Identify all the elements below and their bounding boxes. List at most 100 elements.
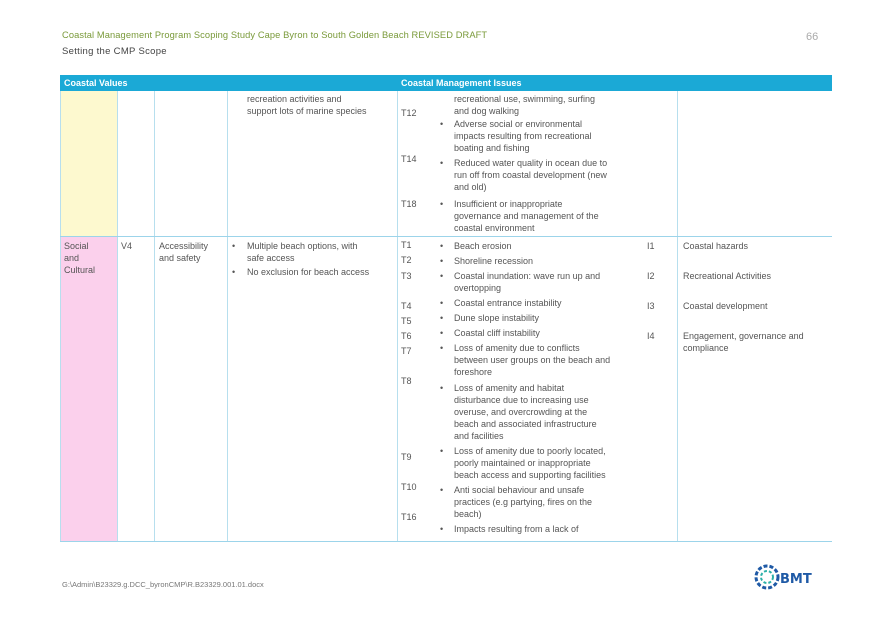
- value-text: Multiple beach options, with: [247, 241, 358, 251]
- issue-text: boating and fishing: [454, 143, 530, 153]
- issue-text: and dog walking: [454, 106, 520, 116]
- row-divider: [60, 541, 832, 542]
- issue-text: beach and associated infrastructure: [454, 419, 597, 429]
- bullet-icon: •: [440, 158, 444, 168]
- bullet-icon: •: [232, 241, 236, 251]
- issue-text: Insufficient or inappropriate: [454, 199, 563, 209]
- issue-text: between user groups on the beach and: [454, 355, 611, 365]
- theme-text: Recreational Activities: [683, 271, 772, 281]
- issue-text: coastal environment: [454, 223, 535, 233]
- grid-line: [677, 91, 678, 542]
- bullet-icon: •: [440, 119, 444, 129]
- theme-code: I2: [647, 271, 655, 281]
- category-cell-prev: [60, 91, 117, 236]
- issue-code: T1: [401, 240, 412, 250]
- bmt-logo-text: BMT: [780, 572, 812, 587]
- document-title: Coastal Management Program Scoping Study…: [62, 30, 488, 40]
- issue-text: beach access and supporting facilities: [454, 470, 606, 480]
- bullet-icon: •: [440, 241, 444, 251]
- bullet-icon: •: [440, 328, 444, 338]
- theme-code: I1: [647, 241, 655, 251]
- grid-line: [117, 91, 118, 542]
- issue-text: Loss of amenity and habitat: [454, 383, 565, 393]
- issue-code: T10: [401, 482, 417, 492]
- theme-code: I3: [647, 301, 655, 311]
- issue-text: governance and management of the: [454, 211, 599, 221]
- issue-text: Shoreline recession: [454, 256, 534, 266]
- issue-text: Adverse social or environmental: [454, 119, 583, 129]
- issue-code: T6: [401, 331, 412, 341]
- issue-text: Impacts resulting from a lack of: [454, 524, 579, 534]
- value-id: V4: [121, 241, 133, 251]
- issue-code: T8: [401, 376, 412, 386]
- bullet-icon: •: [440, 313, 444, 323]
- bullet-icon: •: [440, 524, 444, 534]
- grid-line: [60, 91, 61, 542]
- issue-code: T9: [401, 452, 412, 462]
- header-coastal-values: Coastal Values: [64, 78, 128, 88]
- issue-code: T4: [401, 301, 412, 311]
- issue-text: impacts resulting from recreational: [454, 131, 592, 141]
- issue-text: Coastal inundation: wave run up and: [454, 271, 601, 281]
- issue-text: Beach erosion: [454, 241, 512, 251]
- bullet-icon: •: [440, 343, 444, 353]
- value-text: safe access: [247, 253, 295, 263]
- issue-text: Loss of amenity due to conflicts: [454, 343, 580, 353]
- section-title: Setting the CMP Scope: [62, 46, 167, 57]
- issue-code: T14: [401, 154, 417, 164]
- scope-table: Coastal Values Coastal Management Issues…: [60, 75, 832, 542]
- issue-code: T18: [401, 199, 417, 209]
- category-label: Social: [64, 241, 89, 251]
- bullet-icon: •: [232, 267, 236, 277]
- issue-text: poorly maintained or inappropriate: [454, 458, 591, 468]
- issue-code: T3: [401, 271, 412, 281]
- bullet-icon: •: [440, 485, 444, 495]
- issue-text: recreational use, swimming, surfing: [454, 94, 596, 104]
- bullet-icon: •: [440, 271, 444, 281]
- grid-line: [227, 91, 228, 542]
- issue-code: T16: [401, 512, 417, 522]
- issue-text: beach): [454, 509, 482, 519]
- value-text: recreation activities and: [247, 94, 342, 104]
- issue-text: Coastal entrance instability: [454, 298, 562, 308]
- theme-text: Coastal hazards: [683, 241, 749, 251]
- value-text: support lots of marine species: [247, 106, 367, 116]
- issue-text: Coastal cliff instability: [454, 328, 540, 338]
- theme-text: Coastal development: [683, 301, 768, 311]
- issue-text: and facilities: [454, 431, 504, 441]
- issue-code: T2: [401, 255, 412, 265]
- issue-text: Dune slope instability: [454, 313, 540, 323]
- grid-line: [397, 91, 398, 542]
- category-label: Cultural: [64, 265, 96, 275]
- theme-text: compliance: [683, 343, 729, 353]
- bullet-icon: •: [440, 383, 444, 393]
- issue-text: Reduced water quality in ocean due to: [454, 158, 608, 168]
- value-text: No exclusion for beach access: [247, 267, 370, 277]
- header-coastal-issues: Coastal Management Issues: [401, 78, 522, 88]
- theme-text: Engagement, governance and: [683, 331, 804, 341]
- issue-code: T12: [401, 108, 417, 118]
- bullet-icon: •: [440, 256, 444, 266]
- bullet-icon: •: [440, 446, 444, 456]
- issue-text: disturbance due to increasing use: [454, 395, 589, 405]
- category-label: and: [64, 253, 80, 263]
- row-divider: [60, 236, 832, 237]
- bullet-icon: •: [440, 298, 444, 308]
- issue-text: run off from coastal development (new: [454, 170, 607, 180]
- value-name: and safety: [159, 253, 201, 263]
- footer-path: G:\Admin\B23329.g.DCC_byronCMP\R.B23329.…: [62, 580, 264, 589]
- issue-text: Loss of amenity due to poorly located,: [454, 446, 606, 456]
- value-name: Accessibility: [159, 241, 209, 251]
- bullet-icon: •: [440, 199, 444, 209]
- issue-text: foreshore: [454, 367, 493, 377]
- issue-code: T7: [401, 346, 412, 356]
- issue-text: practices (e.g partying, fires on the: [454, 497, 593, 507]
- theme-code: I4: [647, 331, 655, 341]
- issue-text: Anti social behaviour and unsafe: [454, 485, 585, 495]
- grid-line: [154, 91, 155, 542]
- table-header: Coastal Values Coastal Management Issues: [60, 75, 832, 91]
- bmt-logo-icon: [754, 564, 780, 590]
- issue-text: overuse, and overcrowding at the: [454, 407, 588, 417]
- issue-text: and old): [454, 182, 487, 192]
- issue-code: T5: [401, 316, 412, 326]
